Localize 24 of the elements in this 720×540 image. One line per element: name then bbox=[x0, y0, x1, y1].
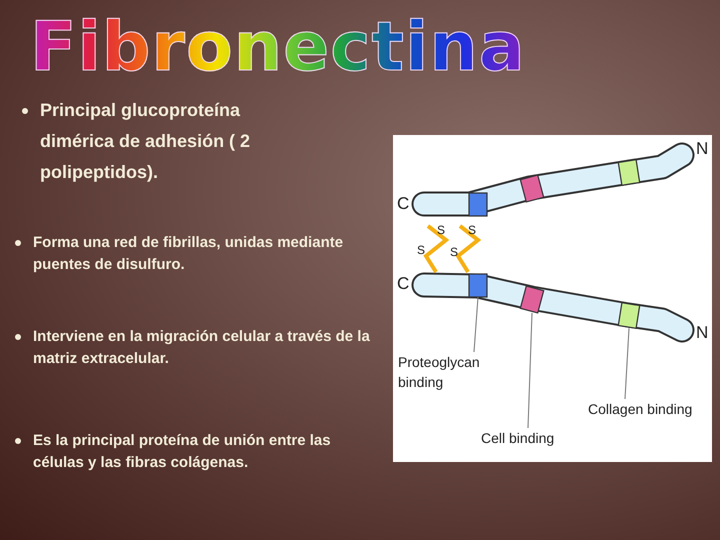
leader-label: Cell binding bbox=[481, 428, 554, 448]
binding-domain bbox=[520, 285, 544, 314]
binding-domain bbox=[468, 192, 488, 217]
binding-domain bbox=[468, 273, 488, 298]
binding-domain bbox=[618, 302, 640, 329]
terminus-label: N bbox=[696, 325, 708, 341]
bullet-text: Es la principal proteína de unión entre las células y las fibras colágenas. bbox=[33, 431, 332, 473]
sulfur-label: S bbox=[417, 242, 426, 258]
bullet-text: Forma una red de fibrillas, unidas mediante puentes de disulfuro. bbox=[33, 233, 344, 275]
sulfur-label: S bbox=[450, 244, 458, 260]
sulfur-label: S bbox=[437, 222, 446, 238]
sulfur-label: S bbox=[468, 222, 476, 238]
terminus-label: C bbox=[397, 276, 410, 292]
terminus-label: N bbox=[696, 141, 708, 157]
leader-line bbox=[624, 328, 630, 400]
leader-line bbox=[528, 312, 532, 428]
binding-domain bbox=[618, 159, 640, 186]
leader-label: Proteoglycan binding bbox=[398, 352, 488, 392]
bullet-text: Principal glucoproteína dimérica de adhesión ( 2 polipeptidos). bbox=[40, 99, 252, 184]
terminus-label: C bbox=[397, 196, 410, 212]
bullet-text: Interviene en la migración celular a través de la matriz extracelular. bbox=[33, 327, 371, 369]
binding-domain bbox=[520, 174, 544, 203]
leader-line bbox=[474, 296, 478, 352]
leader-label: Collagen binding bbox=[588, 399, 692, 419]
